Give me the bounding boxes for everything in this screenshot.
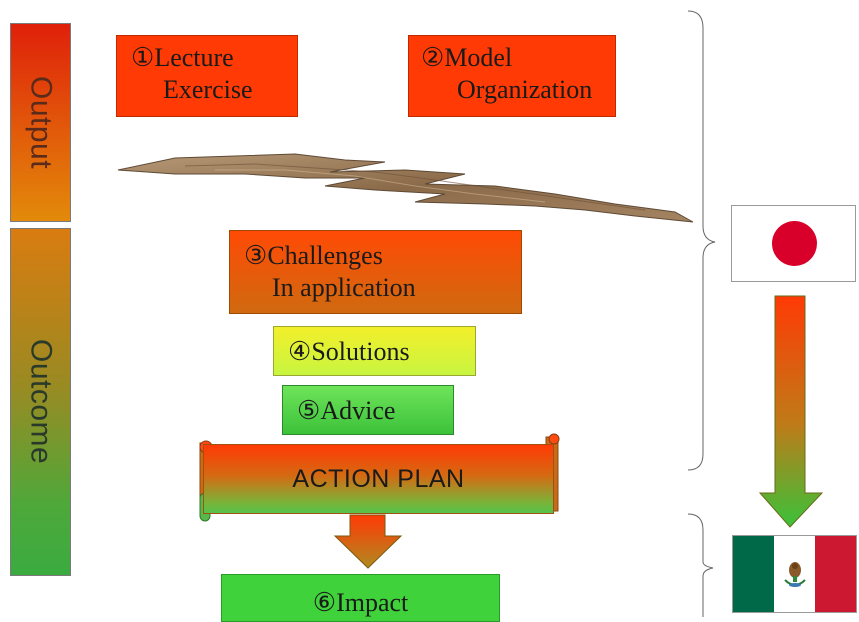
impact-box: ⑥Impact <box>221 574 500 622</box>
output-phase-label: Output <box>24 75 58 170</box>
impact-label: Impact <box>336 588 409 617</box>
box1-line1: ①Lecture <box>131 43 234 72</box>
output-phase-bar: Output <box>10 23 71 222</box>
box3-line2: In application <box>272 273 416 302</box>
box2-line1: ②Model <box>421 43 513 72</box>
advice-box: ⑤Advice <box>282 385 454 435</box>
mexico-coat-of-arms-icon <box>784 562 806 587</box>
down-arrow-icon <box>333 514 403 569</box>
mexico-flag-green-stripe <box>733 536 774 612</box>
action-plan-scroll: ACTION PLAN <box>203 444 554 514</box>
action-plan-label: ACTION PLAN <box>292 464 465 493</box>
mexico-flag-white-stripe <box>774 536 815 612</box>
model-organization-box: ②Model Organization <box>408 35 616 117</box>
torn-paper-divider <box>117 153 694 223</box>
japan-flag-icon <box>731 205 856 282</box>
box2-line2: Organization <box>457 75 593 104</box>
japan-to-mexico-arrow-icon <box>758 295 824 528</box>
mexico-flag-red-stripe <box>815 536 856 612</box>
mexico-flag-icon <box>732 535 857 613</box>
challenges-box: ③Challenges In application <box>229 230 522 314</box>
box5-line1: ⑤Advice <box>297 396 396 425</box>
outcome-phase-label: Outcome <box>24 339 58 465</box>
box4-line1: ④Solutions <box>288 337 410 366</box>
outcome-phase-bar: Outcome <box>10 228 71 576</box>
impact-brace <box>687 513 714 617</box>
box3-line1: ③Challenges <box>244 241 383 270</box>
solutions-box: ④Solutions <box>273 326 476 376</box>
japan-flag-disc <box>772 221 817 266</box>
box1-line2: Exercise <box>163 75 253 104</box>
output-outcome-brace <box>687 10 716 471</box>
lecture-exercise-box: ①Lecture Exercise <box>116 35 298 117</box>
